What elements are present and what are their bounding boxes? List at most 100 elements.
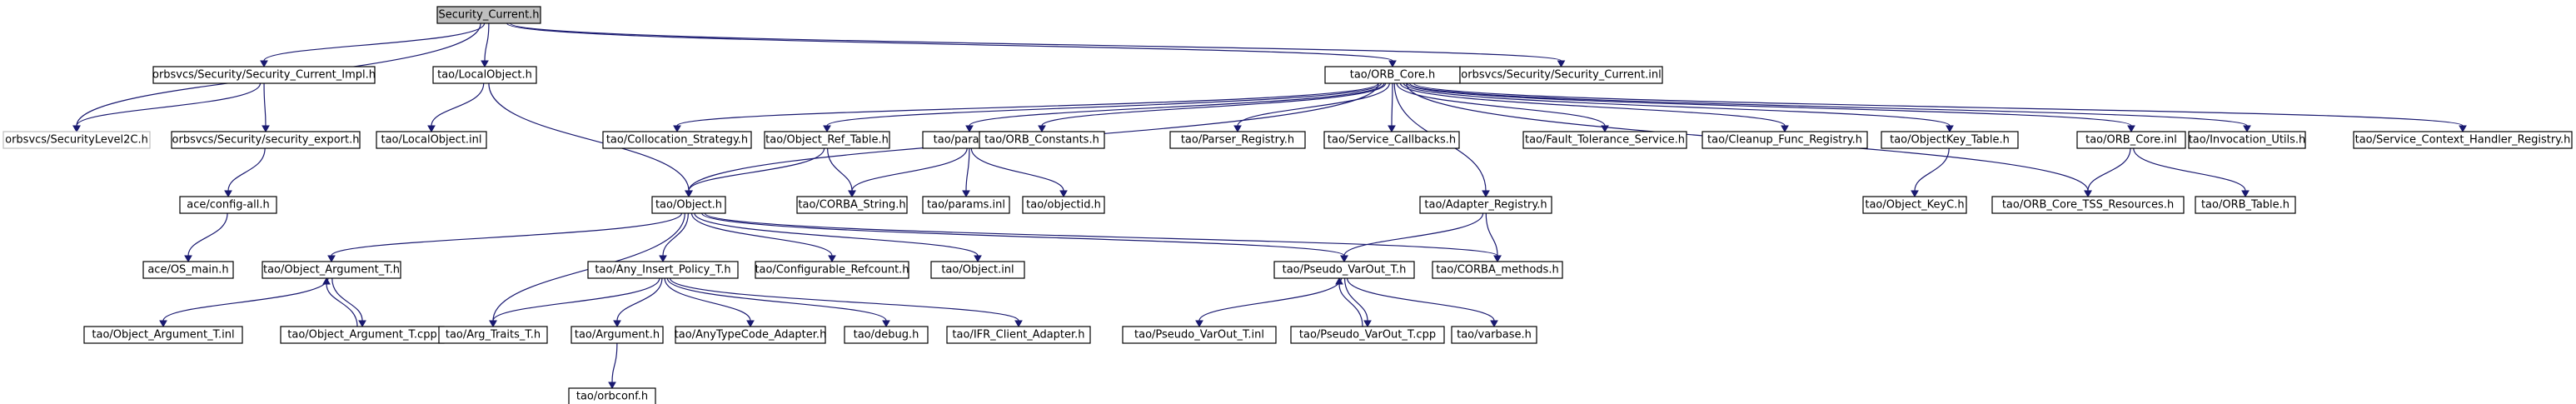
arrowhead-icon: [1195, 320, 1203, 328]
node-osmain[interactable]: ace/OS_main.h: [142, 261, 234, 279]
node-orbconf[interactable]: tao/orbconf.h: [568, 387, 656, 404]
node-aceconfigall[interactable]: ace/config-all.h: [179, 196, 277, 214]
node-pseudovaroutinl[interactable]: tao/Pseudo_VarOut_T.inl: [1122, 326, 1277, 344]
node-objectkeyc[interactable]: tao/Object_KeyC.h: [1862, 196, 1967, 214]
node-ifrclient[interactable]: tao/IFR_Client_Adapter.h: [946, 326, 1091, 344]
arrowhead-icon: [1059, 190, 1068, 198]
node-servicecb[interactable]: tao/Service_Callbacks.h: [1323, 131, 1460, 149]
edge-line: [326, 283, 358, 327]
edge-pseudovarout-to-pseudovaroutinl: [1195, 277, 1343, 328]
node-secimpl[interactable]: orbsvcs/Security/Security_Current_Impl.h: [152, 66, 376, 84]
node-orbcoreinl[interactable]: tao/ORB_Core.inl: [2076, 131, 2186, 149]
node-label: Security_Current.h: [438, 9, 539, 22]
node-label: tao/Object_Argument_T.h: [263, 264, 400, 277]
node-paramsinl[interactable]: tao/params.inl: [922, 196, 1010, 214]
edge-line: [1391, 82, 1393, 127]
arrowhead-icon: [1014, 320, 1023, 328]
node-label: tao/Invocation_Utils.h: [2189, 134, 2306, 147]
edge-orbcore-to-collocation: [673, 82, 1379, 133]
node-configrefcount[interactable]: tao/Configurable_Refcount.h: [755, 261, 909, 279]
node-box: [1991, 196, 2185, 214]
node-label: orbsvcs/Security/Security_Current.inl: [1461, 69, 1661, 82]
node-box: [602, 131, 752, 149]
node-varbase[interactable]: tao/varbase.h: [1451, 326, 1537, 344]
node-label: tao/CORBA_methods.h: [1436, 264, 1558, 277]
node-argtraits[interactable]: tao/Arg_Traits_T.h: [438, 326, 548, 344]
node-objectid[interactable]: tao/objectid.h: [1022, 196, 1105, 214]
edge-line: [664, 277, 751, 322]
node-box: [179, 196, 277, 214]
node-object[interactable]: tao/Object.h: [651, 196, 726, 214]
node-secinl[interactable]: orbsvcs/Security/Security_Current.inl: [1459, 66, 1663, 84]
node-label: tao/Adapter_Registry.h: [1424, 199, 1547, 212]
arrowhead-icon: [2127, 125, 2135, 133]
node-label: tao/ORB_Core_TSS_Resources.h: [2002, 199, 2174, 212]
edge-params-to-corbastring: [848, 147, 968, 198]
node-corbamethods[interactable]: tao/CORBA_methods.h: [1432, 261, 1563, 279]
node-corbastring[interactable]: tao/CORBA_String.h: [796, 196, 908, 214]
node-orbcore[interactable]: tao/ORB_Core.h: [1324, 66, 1461, 84]
node-label: tao/Collocation_Strategy.h: [606, 134, 748, 147]
edge-line: [969, 82, 1385, 127]
node-objargtinl[interactable]: tao/Object_Argument_T.inl: [83, 326, 243, 344]
node-pseudovaroutcpp[interactable]: tao/Pseudo_VarOut_T.cpp: [1290, 326, 1445, 344]
arrowhead-icon: [481, 60, 489, 68]
node-parserreg[interactable]: tao/Parser_Registry.h: [1169, 131, 1306, 149]
node-invutils[interactable]: tao/Invocation_Utils.h: [2188, 131, 2306, 149]
edge-object-to-objectinl: [694, 212, 982, 263]
node-localobj[interactable]: tao/LocalObject.h: [432, 66, 537, 84]
node-label: tao/Object_Argument_T.cpp: [287, 329, 436, 342]
edge-aceconfigall-to-osmain: [184, 212, 228, 263]
graph-nodes: Security_Current.h orbsvcs/Security/Secur…: [2, 6, 2573, 404]
node-argument[interactable]: tao/Argument.h: [571, 326, 664, 344]
arrowhead-icon: [427, 125, 436, 133]
edge-line: [331, 212, 683, 257]
edge-orbcoreinl-to-orbtable: [2133, 147, 2250, 198]
node-label: tao/Service_Context_Handler_Registry.h: [2355, 134, 2571, 147]
arrowhead-icon: [1493, 255, 1502, 263]
edge-orbcore-to-servicecb: [1388, 82, 1396, 133]
node-objectinl[interactable]: tao/Object.inl: [930, 261, 1025, 279]
node-anytypecode[interactable]: tao/AnyTypeCode_Adapter.h: [675, 326, 827, 344]
node-label: tao/ORB_Core.h: [1350, 69, 1436, 82]
node-objargtcpp[interactable]: tao/Object_Argument_T.cpp: [280, 326, 445, 344]
node-objkeytable[interactable]: tao/ObjectKey_Table.h: [1881, 131, 2019, 149]
arrowhead-icon: [2241, 190, 2250, 198]
edge-pseudovaroutcpp-to-pseudovarout: [1335, 277, 1363, 327]
node-objargt[interactable]: tao/Object_Argument_T.h: [262, 261, 401, 279]
node-label: tao/debug.h: [854, 329, 919, 342]
node-pseudovarout[interactable]: tao/Pseudo_VarOut_T.h: [1273, 261, 1415, 279]
edge-line: [76, 82, 262, 127]
node-objreftable[interactable]: tao/Object_Ref_Table.h: [764, 131, 890, 149]
edge-line: [1413, 82, 2464, 127]
node-collocation[interactable]: tao/Collocation_Strategy.h: [602, 131, 752, 149]
node-cleanupreg[interactable]: tao/Cleanup_Func_Registry.h: [1702, 131, 1868, 149]
node-faulttol[interactable]: tao/Fault_Tolerance_Service.h: [1522, 131, 1687, 149]
node-box: [764, 131, 890, 149]
arrowhead-icon: [184, 255, 192, 263]
edge-line: [694, 212, 979, 257]
node-seclevel2[interactable]: orbsvcs/SecurityLevel2C.h: [2, 131, 151, 149]
node-localobjinl[interactable]: tao/LocalObject.inl: [376, 131, 487, 149]
node-secexport[interactable]: orbsvcs/Security/security_export.h: [171, 131, 361, 149]
edge-line: [510, 22, 1562, 62]
edge-anyinsert-to-argument: [613, 277, 663, 328]
arrowhead-icon: [828, 255, 836, 263]
node-box: [1290, 326, 1445, 344]
arrowhead-icon: [159, 320, 167, 328]
node-box: [1122, 326, 1277, 344]
node-svcctxreg[interactable]: tao/Service_Context_Handler_Registry.h: [2353, 131, 2573, 149]
node-debug[interactable]: tao/debug.h: [844, 326, 929, 344]
node-adapterreg[interactable]: tao/Adapter_Registry.h: [1419, 196, 1552, 214]
arrowhead-icon: [685, 190, 693, 198]
node-orbtable[interactable]: tao/ORB_Table.h: [2195, 196, 2296, 214]
edge-orbcore-to-orbcoreinl: [1407, 82, 2135, 133]
node-orbconstants[interactable]: tao/ORB_Constants.h: [979, 131, 1105, 149]
node-tssres[interactable]: tao/ORB_Core_TSS_Resources.h: [1991, 196, 2185, 214]
node-label: tao/Service_Callbacks.h: [1328, 134, 1456, 147]
arrowhead-icon: [327, 255, 336, 263]
arrowhead-icon: [489, 320, 497, 328]
edge-anyinsert-to-debug: [666, 277, 890, 328]
node-label: ace/config-all.h: [187, 199, 270, 212]
node-anyinsert[interactable]: tao/Any_Insert_Policy_T.h: [587, 261, 739, 279]
